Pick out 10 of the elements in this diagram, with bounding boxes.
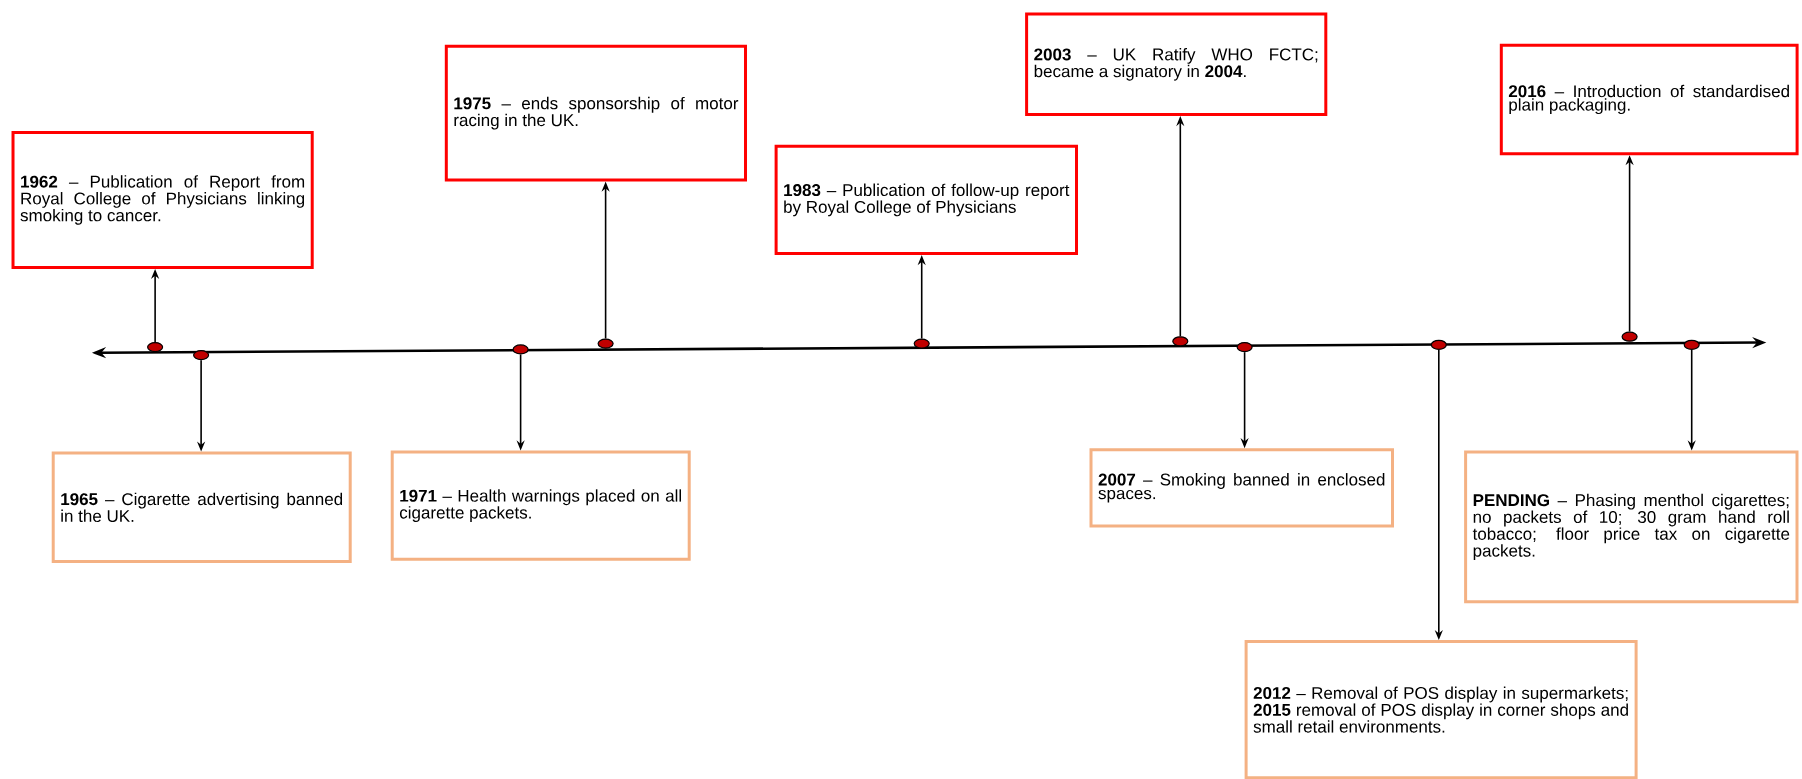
event-box: 2007 – Smoking banned in enclosed spaces. [1089, 448, 1394, 528]
event-box: 1971 – Health warnings placed on all cigarette packets. [390, 450, 691, 561]
event-box: 1983 – Publication of follow-up report by Royal College of Physicians [774, 144, 1078, 256]
event-box: 1965 – Cigarette advertising banned in the UK. [51, 451, 352, 564]
event-box: 2012 – Removal of POS display in supermarkets; 2015 removal of POS display in corner shops and small retail environments. [1244, 640, 1638, 779]
event-box: 1975 – ends sponsorship of motor racing in the UK. [444, 44, 747, 182]
event-box: 2016 – Introduction of standardised plain packaging. [1499, 43, 1799, 156]
event-box: 1962 – Publication of Report from Royal College of Physicians linking smoking to cancer. [11, 131, 314, 269]
event-box: PENDING – Phasing menthol cigarettes; no packets of 10; 30 gram hand roll tobacco; floor price tax on cigarette packets. [1464, 450, 1799, 604]
event-box: 2003 – UK Ratify WHO FCTC; became a signatory in 2004. [1025, 12, 1328, 116]
